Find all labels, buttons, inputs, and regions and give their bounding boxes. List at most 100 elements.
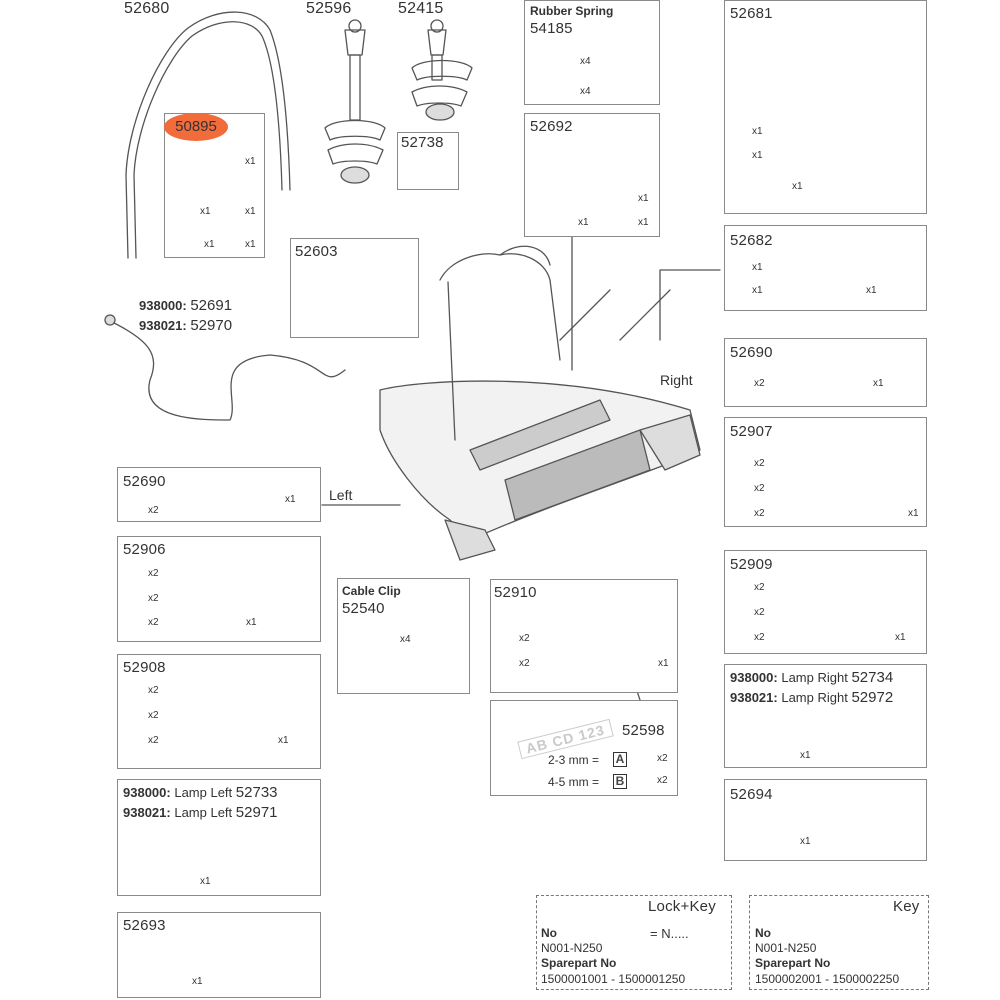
qty-52908-part: x1: [278, 735, 289, 746]
box-52738: [397, 132, 459, 190]
box-52603: [290, 238, 419, 338]
part-number-52603: 52603: [295, 243, 338, 260]
box-lamp-left: [117, 779, 321, 896]
part-number-52681: 52681: [730, 5, 773, 22]
qty-52692-2: x1: [638, 193, 649, 204]
lamp-left-code-938000: 938000:: [123, 785, 171, 800]
key-spare-value: 1500002001 - 1500002250: [755, 972, 900, 986]
qty-52690l-screw: x2: [148, 505, 159, 516]
key-no-label: No: [755, 926, 771, 940]
box-52682: [724, 225, 927, 311]
part-number-50895: 50895: [175, 118, 217, 135]
qty-52690r-screw: x2: [754, 378, 765, 389]
qty-52690r-part: x1: [873, 378, 884, 389]
box-52598: [490, 700, 678, 796]
arch-frame: [125, 11, 291, 259]
rubber-spring-title: Rubber Spring: [530, 4, 614, 18]
lamp-left-text-1: Lamp Left: [174, 785, 233, 800]
qty-lamp-right: x1: [800, 750, 811, 761]
qty-52681-nut: x1: [752, 126, 763, 137]
part-number-52693: 52693: [123, 917, 166, 934]
lamp-left-text-2: Lamp Left: [174, 805, 233, 820]
part-number-52694: 52694: [730, 786, 773, 803]
qty-52909-c: x2: [754, 632, 765, 643]
qty-52906-a: x2: [148, 568, 159, 579]
lock-key-eq: = N.....: [650, 926, 689, 941]
label-left: Left: [329, 487, 353, 503]
part-number-52690-left: 52690: [123, 473, 166, 490]
part-number-52598: 52598: [622, 722, 665, 739]
part-number-52907: 52907: [730, 423, 773, 440]
qty-52908-c: x2: [148, 735, 159, 746]
lock-key-spare-label: Sparepart No: [541, 956, 617, 970]
main-carrier: [379, 245, 701, 561]
box-52909: [724, 550, 927, 654]
part-number-52682: 52682: [730, 232, 773, 249]
qty-52906-c: x2: [148, 617, 159, 628]
part-number-52692: 52692: [530, 118, 573, 135]
wiring-label-line1: 938000: 52691: [139, 297, 232, 314]
lamp-right-code-938000: 938000:: [730, 670, 778, 685]
part-number-52908: 52908: [123, 659, 166, 676]
qty-52682-screw: x1: [752, 285, 763, 296]
lamp-right-line1: 938000: Lamp Right 52734: [730, 669, 893, 686]
wiring-label-line2: 938021: 52970: [139, 317, 232, 334]
wiring-part-52691: 52691: [190, 297, 233, 314]
lock-key-spare-value: 1500001001 - 1500001250: [541, 972, 686, 986]
qty-50895-knob: x1: [200, 206, 211, 217]
part-number-52910: 52910: [494, 584, 537, 601]
qty-52909-b: x2: [754, 607, 765, 618]
part-number-52909: 52909: [730, 556, 773, 573]
qty-52906-part: x1: [246, 617, 257, 628]
part-number-52690-right: 52690: [730, 344, 773, 361]
qty-rubber-spring-2: x4: [580, 86, 591, 97]
qty-50895-wrench: x1: [245, 156, 256, 167]
highlight-50895: 50895: [164, 113, 228, 141]
box-52908: [117, 654, 321, 769]
part-number-52596: 52596: [306, 0, 352, 17]
lock-key-no-label: No: [541, 926, 557, 940]
lamp-right-part-52972: 52972: [851, 689, 894, 706]
box-52693: [117, 912, 321, 998]
box-52690-left: [117, 467, 321, 522]
part-number-52738: 52738: [401, 134, 444, 151]
qty-52906-b: x2: [148, 593, 159, 604]
qty-52907-c: x2: [754, 508, 765, 519]
box-cable-clip: [337, 578, 470, 694]
qty-52681-screw: x1: [752, 150, 763, 161]
qty-50895-washer: x1: [245, 239, 256, 250]
rubber-spring-number: 54185: [530, 20, 573, 37]
qty-52908-a: x2: [148, 685, 159, 696]
lamp-right-code-938021: 938021:: [730, 690, 778, 705]
box-lamp-right: [724, 664, 927, 768]
plate-row2-label: 4-5 mm =: [548, 775, 600, 789]
qty-52692-3: x1: [638, 217, 649, 228]
wiring-code-938021: 938021:: [139, 318, 187, 333]
part-number-52906: 52906: [123, 541, 166, 558]
qty-52910-a: x2: [519, 633, 530, 644]
lock-key-no-value: N001-N250: [541, 941, 603, 955]
box-rubber-spring: [524, 0, 660, 105]
bike-arm-long: [324, 19, 386, 184]
qty-52682-part: x1: [866, 285, 877, 296]
qty-52694: x1: [800, 836, 811, 847]
qty-52909-part: x1: [895, 632, 906, 643]
qty-lamp-left: x1: [200, 876, 211, 887]
bike-arm-short: [411, 19, 473, 121]
qty-rubber-spring-1: x4: [580, 56, 591, 67]
qty-52910-b: x2: [519, 658, 530, 669]
cable-clip-number: 52540: [342, 600, 385, 617]
qty-52910-part: x1: [658, 658, 669, 669]
wiring-code-938000: 938000:: [139, 298, 187, 313]
box-52910: [490, 579, 678, 693]
qty-50895-bolt: x1: [204, 239, 215, 250]
plate-key-a: A: [613, 752, 627, 767]
qty-50895-spacer: x1: [245, 206, 256, 217]
qty-52907-b: x2: [754, 483, 765, 494]
box-52906: [117, 536, 321, 642]
lamp-right-line2: 938021: Lamp Right 52972: [730, 689, 893, 706]
wiring-harness: [107, 319, 346, 421]
qty-52681-strap: x1: [792, 181, 803, 192]
lamp-right-text-1: Lamp Right: [781, 670, 848, 685]
qty-52690l-part: x1: [285, 494, 296, 505]
